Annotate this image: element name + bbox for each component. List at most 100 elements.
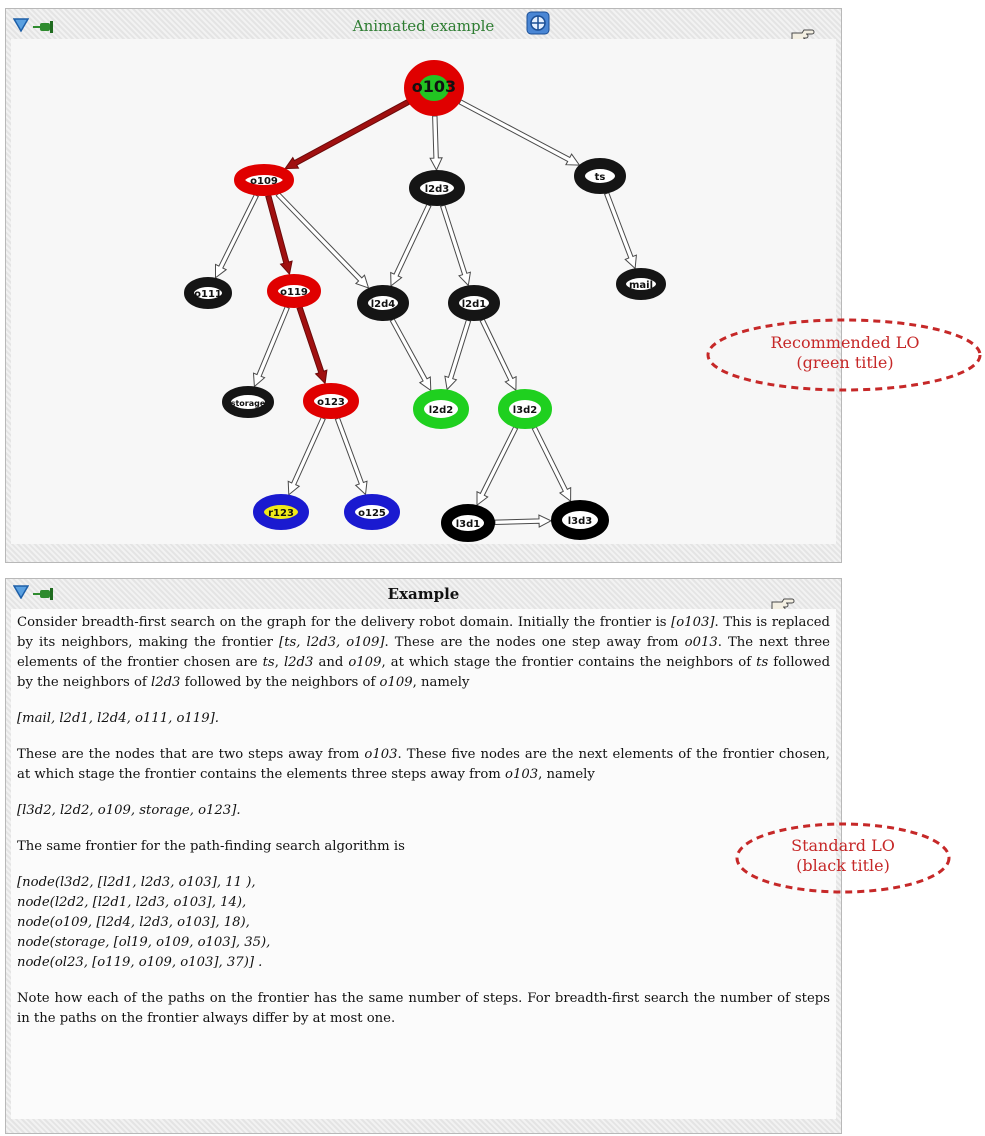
node-label: mail xyxy=(629,280,653,291)
code-line: node(ol23, [o119, o109, o103], 37)] . xyxy=(17,955,263,970)
node-circle xyxy=(357,285,409,321)
text-span: , at which stage the frontier contains t… xyxy=(381,655,757,670)
graph-node-r123[interactable]: r123 xyxy=(253,494,309,530)
node-circle xyxy=(404,60,464,116)
text-span: , namely xyxy=(412,675,470,690)
node-circle xyxy=(574,158,626,194)
node-label: l3d3 xyxy=(568,516,593,527)
node-circle xyxy=(344,494,400,530)
graph-edge-o109-o119 xyxy=(265,194,293,276)
text-span: ts xyxy=(262,655,275,670)
code-line: [node(l3d2, [l2d1, l2d3, o103], 11 ), xyxy=(17,875,256,890)
text-span: . This is replaced by its neighbors, mak… xyxy=(17,615,830,650)
text-span: . The next three elements of the frontie… xyxy=(17,635,830,670)
graph-edge-o109-o111 xyxy=(215,193,259,279)
pin-icon[interactable] xyxy=(33,588,55,600)
code-line: node(l2d2, [l2d1, l2d3, o103], 14), xyxy=(17,895,247,910)
text-span: l2d3 xyxy=(150,675,181,690)
standard-panel-title: Example xyxy=(387,585,460,603)
graph-node-l3d1[interactable]: l3d1 xyxy=(441,504,495,542)
graph-node-l2d4[interactable]: l2d4 xyxy=(357,285,409,321)
text-span: o103 xyxy=(364,747,398,762)
graph-node-o103[interactable]: o103 xyxy=(404,60,464,116)
graph-node-o119[interactable]: o119 xyxy=(267,274,321,308)
graph-edge-l2d3-l2d4 xyxy=(390,203,432,287)
frontier-list-1: [mail, l2d1, l2d4, o111, o119]. xyxy=(17,711,219,726)
standard-callout-ellipse xyxy=(735,822,951,894)
node-label: o103 xyxy=(412,77,456,96)
node-label: ts xyxy=(595,172,606,183)
callout-line: (black title) xyxy=(796,856,890,875)
paragraph-two-steps: These are the nodes that are two steps a… xyxy=(17,745,830,785)
zoom-globe-icon[interactable] xyxy=(526,11,550,35)
callout-line: Standard LO xyxy=(791,836,895,855)
node-circle xyxy=(413,389,469,429)
node-circle xyxy=(234,164,294,196)
graph-node-l2d2[interactable]: l2d2 xyxy=(413,389,469,429)
graph-edge-o123-o125 xyxy=(334,417,368,496)
node-label: storage xyxy=(231,399,266,408)
graph-node-o123[interactable]: o123 xyxy=(303,383,359,419)
graph-edge-ts-mail xyxy=(603,191,637,270)
graph-node-o109[interactable]: o109 xyxy=(234,164,294,196)
node-label: l2d4 xyxy=(371,299,396,310)
standard-callout-text: Standard LO (black title) xyxy=(753,836,933,876)
paragraph-note: Note how each of the paths on the fronti… xyxy=(17,991,830,1026)
text-span: . These five nodes are the next elements… xyxy=(17,747,830,782)
graph-node-l2d3[interactable]: l2d3 xyxy=(409,170,465,206)
text-span: ts xyxy=(756,655,769,670)
text-span: followed by the neighbors of xyxy=(180,675,380,690)
graph-node-l2d1[interactable]: l2d1 xyxy=(448,285,500,321)
graph-edge-l2d4-l2d2 xyxy=(389,318,432,392)
graph-node-l3d3[interactable]: l3d3 xyxy=(551,500,609,540)
text-span: o103 xyxy=(505,767,539,782)
node-circle xyxy=(409,170,465,206)
recommended-panel-titlebar: Animated example xyxy=(6,9,841,43)
graph-edge-l2d1-l3d2 xyxy=(479,318,517,392)
graph-node-o125[interactable]: o125 xyxy=(344,494,400,530)
recommended-callout-text: Recommended LO (green title) xyxy=(734,333,956,373)
text-span: , namely xyxy=(538,767,595,782)
text-span: [o103] xyxy=(671,615,715,630)
node-label: l2d3 xyxy=(425,184,450,195)
node-label: l3d1 xyxy=(456,519,481,530)
graph-node-o111[interactable]: o111 xyxy=(184,277,232,309)
node-circle xyxy=(303,383,359,419)
text-span: and xyxy=(313,655,349,670)
graph-node-mail[interactable]: mail xyxy=(616,268,666,300)
graph-edge-o103-o109 xyxy=(284,99,410,170)
graph-node-storage[interactable]: storage xyxy=(222,386,274,418)
pin-icon[interactable] xyxy=(33,21,55,33)
frontier-list-2: [l3d2, l2d2, o109, storage, o123]. xyxy=(17,803,241,818)
recommended-callout-ellipse xyxy=(706,318,982,392)
node-label: l3d2 xyxy=(513,405,538,416)
recommended-panel-title: Animated example xyxy=(352,17,495,35)
node-circle xyxy=(441,504,495,542)
standard-lo-panel: Example Consider breadth-first search on… xyxy=(5,578,842,1134)
text-span: l2d3 xyxy=(283,655,314,670)
node-circle xyxy=(253,494,309,530)
graph-edge-o119-o123 xyxy=(296,306,328,385)
graph-edge-l2d1-l2d2 xyxy=(444,319,472,391)
example-body: Consider breadth-first search on the gra… xyxy=(17,613,830,1045)
callout-line: Recommended LO xyxy=(770,333,920,352)
standard-panel-titlebar: Example xyxy=(6,579,841,612)
node-label: l2d2 xyxy=(429,405,454,416)
graph-edge-l3d2-l3d1 xyxy=(476,426,519,507)
graph-edge-o119-storage xyxy=(252,305,290,388)
node-label: o119 xyxy=(280,287,308,298)
paragraph-path-finding: The same frontier for the path-finding s… xyxy=(17,839,405,854)
node-label: l2d1 xyxy=(462,299,487,310)
collapse-triangle-icon[interactable] xyxy=(13,18,29,32)
graph-node-ts[interactable]: ts xyxy=(574,158,626,194)
graph-edge-o103-ts xyxy=(458,99,581,166)
collapse-triangle-icon[interactable] xyxy=(13,585,29,599)
graph-area: o103 o109 l2d3 ts o111 o119 l2d4 l2d1 mail storag… xyxy=(11,39,836,544)
node-circle xyxy=(267,274,321,308)
graph-edge-l2d3-l2d1 xyxy=(439,204,472,287)
node-list-code: [node(l3d2, [l2d1, l2d3, o103], 11 ), no… xyxy=(17,873,830,973)
text-span: These are the nodes that are two steps a… xyxy=(17,747,365,762)
search-graph: o103 o109 l2d3 ts o111 o119 l2d4 l2d1 mail storag… xyxy=(184,60,666,542)
graph-node-l3d2[interactable]: l3d2 xyxy=(498,389,552,429)
text-span: Consider breadth-first search on the gra… xyxy=(17,615,672,630)
